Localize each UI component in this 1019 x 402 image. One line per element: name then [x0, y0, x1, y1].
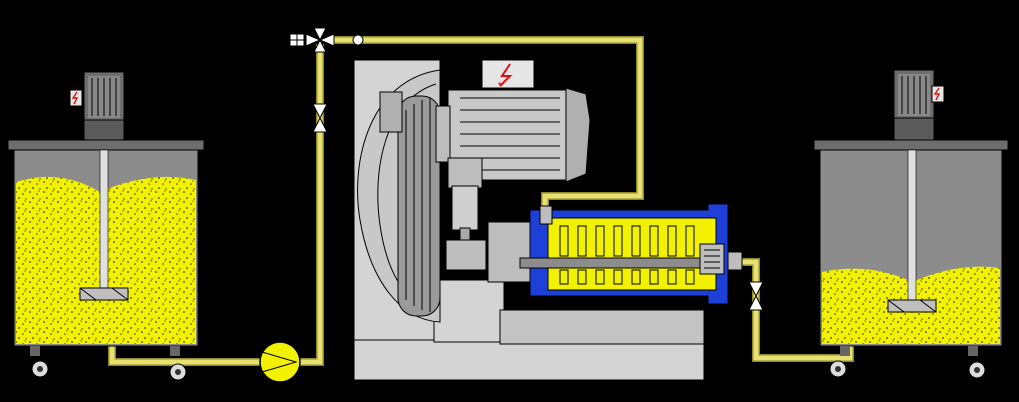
belt-drive-pulleys	[357, 69, 441, 323]
high-voltage-warning-icon	[931, 85, 945, 103]
high-voltage-warning-icon	[69, 89, 83, 107]
caster-right-1	[829, 360, 847, 378]
high-voltage-warning-icon	[481, 59, 535, 89]
caster-left-2	[169, 363, 187, 381]
agitator-impeller-left	[79, 287, 129, 301]
three-way-valve	[289, 27, 364, 53]
feed-pump	[259, 341, 301, 383]
shutoff-valve-feed	[312, 103, 328, 133]
coupling-assembly	[445, 157, 533, 283]
tank-right	[813, 139, 1009, 379]
agitator-motor-right	[893, 69, 935, 141]
agitator-impeller-right	[887, 299, 937, 313]
agitator-motor-left	[83, 71, 125, 141]
grinding-chamber	[519, 203, 743, 305]
piping	[108, 36, 854, 366]
caster-right-2	[968, 361, 986, 379]
shutoff-valve-discharge	[748, 281, 764, 311]
tank-left	[7, 139, 205, 381]
caster-left-1	[31, 360, 49, 378]
